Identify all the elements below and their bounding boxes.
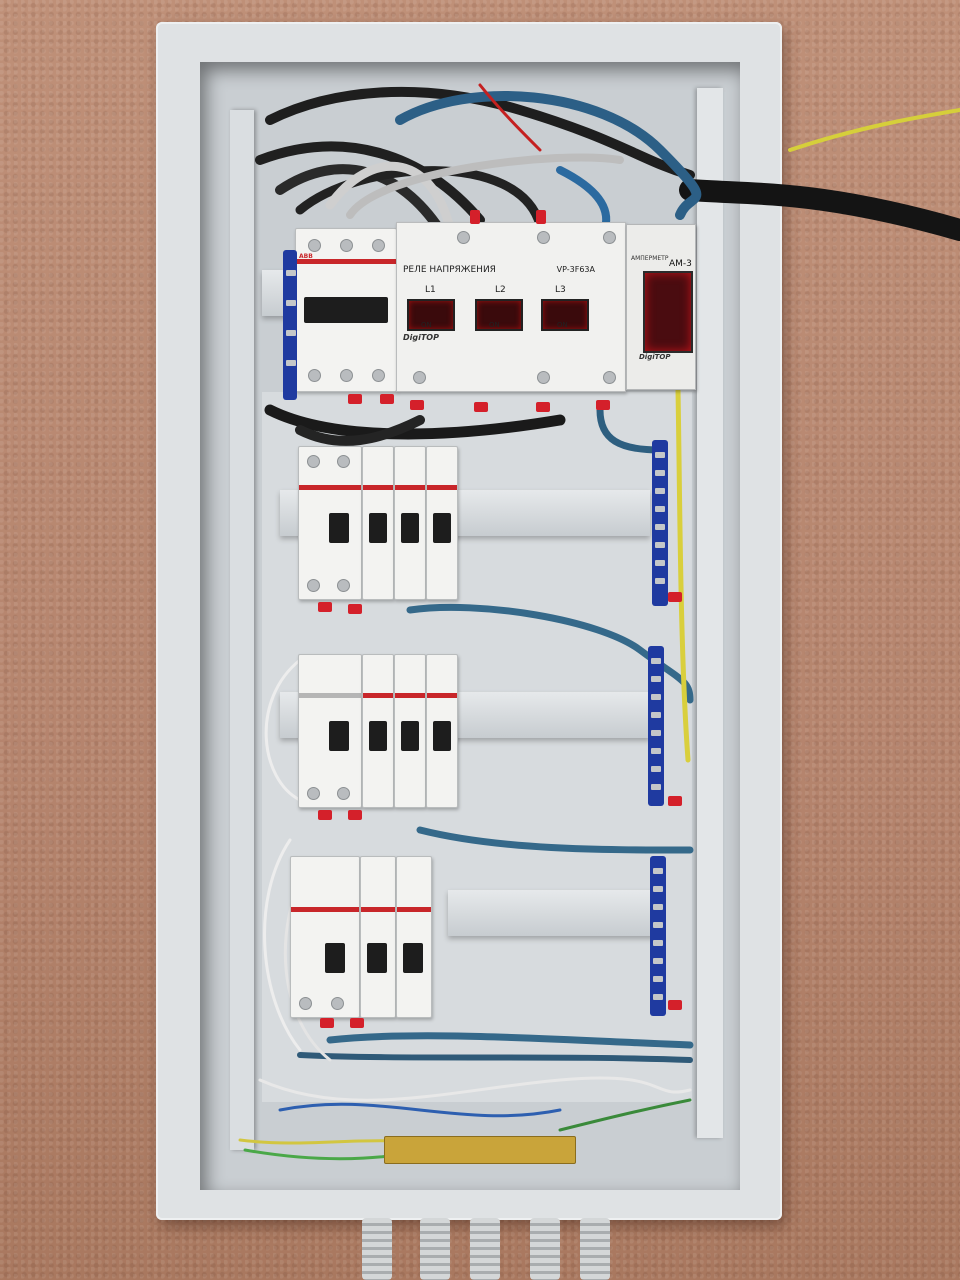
rcbo-row3-toggle[interactable]	[329, 721, 349, 751]
relay-phase-l1: L1	[425, 285, 436, 295]
breaker-row4-1-toggle[interactable]	[367, 943, 387, 973]
ammeter-name: AM-3	[669, 259, 692, 269]
relay-model: VP-3F63A	[556, 265, 595, 274]
rcbo-row4-toggle[interactable]	[325, 943, 345, 973]
rcbo-row2-toggle[interactable]	[329, 513, 349, 543]
conduit-5	[580, 1218, 610, 1280]
breaker-row3-3	[426, 654, 458, 808]
neutral-bus-2	[648, 646, 664, 806]
ground-bus-bar	[384, 1136, 576, 1164]
relay-phase-l2: L2	[495, 285, 506, 295]
left-side-rail	[230, 110, 254, 1150]
breaker-row4-2	[396, 856, 432, 1018]
breaker-row4-1	[360, 856, 396, 1018]
neutral-bus-3	[650, 856, 666, 1016]
relay-on-l3: ON	[557, 321, 568, 329]
relay-title: РЕЛЕ НАПРЯЖЕНИЯ	[403, 265, 496, 275]
rcbo-row4	[290, 856, 360, 1018]
breaker-row2-3	[426, 446, 458, 600]
breaker-row2-2	[394, 446, 426, 600]
conduit-2	[420, 1218, 450, 1280]
breaker-row3-1	[362, 654, 394, 808]
relay-on-l1: ON	[421, 321, 432, 329]
relay-brand: DigiTOP	[403, 333, 439, 342]
conduit-1	[362, 1218, 392, 1280]
rcbo-row3	[298, 654, 362, 808]
conduit-4	[530, 1218, 560, 1280]
neutral-bus-1	[652, 440, 668, 606]
relay-phase-l3: L3	[555, 285, 566, 295]
breaker-row3-3-toggle[interactable]	[433, 721, 451, 751]
breaker-row2-1-toggle[interactable]	[369, 513, 387, 543]
main-breaker: ABB	[295, 228, 397, 392]
breaker-row2-2-toggle[interactable]	[401, 513, 419, 543]
small-bus-bar	[283, 250, 297, 400]
din-rail-4	[448, 890, 658, 936]
breaker-row3-1-toggle[interactable]	[369, 721, 387, 751]
relay-display-l2	[475, 299, 523, 331]
relay-display-l3	[541, 299, 589, 331]
voltage-relay: РЕЛЕ НАПРЯЖЕНИЯ VP-3F63A L1 L2 L3 ON ON …	[396, 222, 626, 392]
breaker-row3-2	[394, 654, 426, 808]
breaker-row2-3-toggle[interactable]	[433, 513, 451, 543]
relay-display-l1	[407, 299, 455, 331]
relay-on-l2: ON	[489, 321, 500, 329]
ammeter-top-text: АМПЕРМЕТР	[631, 255, 669, 262]
right-side-rail	[697, 88, 723, 1138]
conduit-3	[470, 1218, 500, 1280]
main-breaker-brand: ABB	[299, 253, 313, 260]
rcbo-row2	[298, 446, 362, 600]
breaker-row2-1	[362, 446, 394, 600]
ammeter: АМПЕРМЕТР AM-3 DigiTOP	[626, 224, 696, 390]
ammeter-display	[643, 271, 693, 353]
main-breaker-toggle[interactable]	[304, 297, 388, 323]
ammeter-brand: DigiTOP	[639, 353, 671, 361]
breaker-row4-2-toggle[interactable]	[403, 943, 423, 973]
breaker-row3-2-toggle[interactable]	[401, 721, 419, 751]
